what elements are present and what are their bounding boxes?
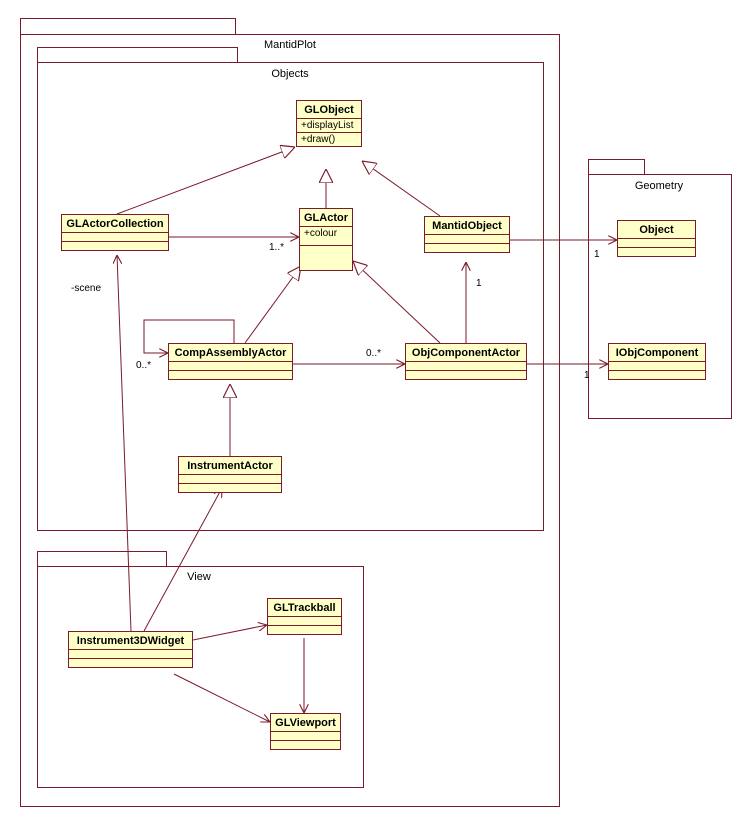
class-object[interactable]: Object [617,220,696,257]
multiplicity-mantidobject: 1 [476,278,482,289]
class-compassemblyactor-attributes [169,362,292,371]
gen-objcomponent-glactor [353,261,441,344]
class-globject-attribute: +displayList [297,119,361,133]
class-instrumentactor-operations [179,484,281,492]
class-gltrackball-attributes [268,617,341,626]
class-instrument3dwidget-attributes [69,650,192,659]
multiplicity-compassembly-self: 0..* [136,360,152,371]
class-glactor-name: GLActor [300,209,352,227]
class-instrumentactor[interactable]: InstrumentActor [178,456,282,493]
class-gltrackball-name: GLTrackball [268,599,341,617]
class-objcomponentactor-attributes [406,362,526,371]
class-globject-operation: +draw() [301,134,336,145]
class-glactorcollection-operations [62,242,168,250]
class-glactorcollection[interactable]: GLActorCollection [61,214,169,251]
class-glactor-operations [300,246,352,270]
class-glviewport-attributes [271,732,340,741]
package-geometry-label: Geometry [634,180,684,192]
class-mantidobject-name: MantidObject [425,217,509,235]
class-instrument3dwidget-name: Instrument3DWidget [69,632,192,650]
class-glactorcollection-name: GLActorCollection [62,215,168,233]
assoc-widget-collection [117,255,132,632]
class-object-attributes [618,239,695,248]
class-compassemblyactor-operations [169,371,292,379]
class-glviewport[interactable]: GLViewport [270,713,341,750]
multiplicity-iobjcomponent: 1 [584,370,590,381]
class-iobjcomponent-attributes [609,362,705,371]
class-glviewport-name: GLViewport [271,714,340,732]
class-objcomponentactor-operations [406,371,526,379]
package-objects [37,62,544,531]
class-mantidobject-operations [425,244,509,252]
package-objects-label: Objects [271,68,309,80]
class-objcomponentactor[interactable]: ObjComponentActor [405,343,527,380]
assoc-widget-viewport [173,673,270,722]
class-objcomponentactor-name: ObjComponentActor [406,344,526,362]
gen-compassembly-glactor [244,266,301,344]
class-gltrackball[interactable]: GLTrackball [267,598,342,635]
class-globject-name: GLObject [297,101,361,119]
assoc-compassembly-self [143,319,235,353]
multiplicity-glactor: 1..* [269,242,285,253]
multiplicity-object: 1 [594,249,600,260]
class-gltrackball-operations [268,626,341,634]
class-iobjcomponent-operations [609,371,705,379]
class-object-name: Object [618,221,695,239]
class-mantidobject-attributes [425,235,509,244]
class-glactor-attribute: +colour [300,227,352,246]
class-compassemblyactor[interactable]: CompAssemblyActor [168,343,293,380]
package-mantidplot [20,34,560,807]
gen-glactorcollection-globject [116,147,295,215]
package-mantidplot-label: MantidPlot [264,39,316,51]
package-geometry [588,174,732,419]
class-globject[interactable]: GLObject +displayList +draw() [296,100,362,147]
class-glactorcollection-attributes [62,233,168,242]
role-scene: -scene [71,283,102,294]
assoc-widget-trackball [192,625,267,641]
class-mantidobject[interactable]: MantidObject [424,216,510,253]
class-iobjcomponent[interactable]: IObjComponent [608,343,706,380]
class-instrument3dwidget-operations [69,659,192,667]
gen-mantidobject-globject [362,161,441,217]
multiplicity-objcomponent: 0..* [366,348,382,359]
class-compassemblyactor-name: CompAssemblyActor [169,344,292,362]
class-glactor[interactable]: GLActor +colour [299,208,353,271]
class-object-operations [618,248,695,256]
class-instrumentactor-name: InstrumentActor [179,457,281,475]
class-glviewport-operations [271,741,340,749]
assoc-widget-instrumentactor [143,488,222,632]
package-view-label: View [187,571,211,583]
class-instrumentactor-attributes [179,475,281,484]
package-view [37,566,364,788]
class-iobjcomponent-name: IObjComponent [609,344,705,362]
class-instrument3dwidget[interactable]: Instrument3DWidget [68,631,193,668]
